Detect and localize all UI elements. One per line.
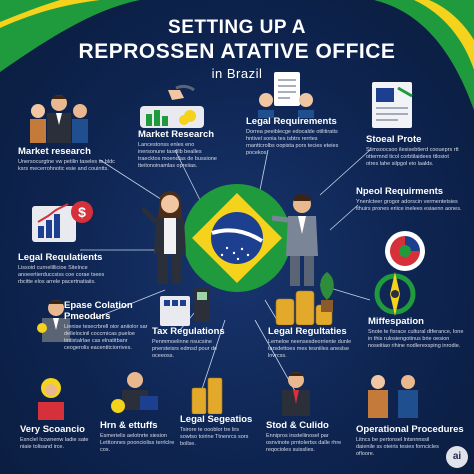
handshake-chart-icon (140, 84, 204, 128)
item-heading: Stoeal Prote (366, 134, 422, 145)
item-heading: Legal Requirements (246, 116, 337, 127)
item-heading: Legal Requlatients (18, 252, 103, 263)
manager-icon (282, 372, 310, 416)
item-description: Litncs be pertonsel lntsnnnssil daienile… (356, 437, 439, 457)
legal-document-icon (258, 72, 314, 118)
title-line-1: SETTING UP A (168, 17, 306, 38)
item-operational-procedures: Operational Procedures Litncs be pertons… (356, 424, 464, 458)
item-stod-culido: Stod & Culido Ennipros irssteliinosel pa… (266, 420, 346, 454)
item-miffespation: Miffespation Snote te fisrace cultural d… (368, 316, 464, 350)
item-description: Lancestonss enles eno inersonune tasdilb… (138, 142, 217, 169)
brazil-flag-icon (183, 184, 291, 292)
item-heading: Legal Regultaties (268, 326, 347, 337)
item-description: Tsirore te oooblor tre lirs sowtso toiri… (180, 427, 249, 447)
item-heading: Miffespation (368, 316, 424, 327)
item-description: Esmerielis aelotnrte siesion Letttonnes … (100, 433, 175, 453)
item-description: Lemeloe neensesdeorriente dunle tarsdett… (268, 339, 352, 359)
item-description: Ennipros irssteliinosel par osnvinote pr… (266, 433, 342, 453)
item-legal-segeatios: Legal Segeatios Tsirore te oooblor tre l… (180, 414, 256, 448)
hr-team-icon (111, 372, 158, 413)
item-npeol-requirments: Npeol Requirments Ynenlcteer grogor ador… (356, 186, 464, 213)
item-description: Lienise tesecrbrell oior aniiolor sar de… (64, 324, 148, 351)
coin-stack-icon-small (191, 377, 223, 414)
ai-badge: ai (446, 446, 468, 468)
tax-document-icon (372, 82, 413, 128)
flag-swoosh-top-right (374, 0, 474, 110)
item-legal-requirements: Legal Requirements Dorrea peeiblecge edo… (246, 116, 342, 157)
item-description: Lissoid curnelillicioe Sitelnce anoeerti… (18, 265, 105, 285)
item-hrn-ettuffs: Hrn & ettuffs Esmerielis aelotnrte siesi… (100, 420, 176, 454)
item-legal-requlatients: Legal Requlatients Lissoid curnelillicio… (18, 252, 110, 286)
item-description: Ynenlcteer grogor adorscin vermentetsies… (356, 199, 462, 212)
woman-presenter-icon (142, 191, 186, 284)
item-description: Snote te fisrace cultural dtferance, lon… (368, 329, 464, 349)
item-heading: Operational Procedures (356, 424, 464, 435)
item-description: Dorrea peeiblecge edocalde otilitiratis … (246, 129, 339, 156)
compass-icon (374, 272, 416, 316)
operations-team-icon (368, 375, 418, 418)
trophy-person-icon (38, 378, 64, 420)
item-market-research-1: Market research Unersocurgtne vw petilin… (18, 146, 118, 173)
potted-plant-icon (320, 272, 334, 312)
svg-text:$: $ (78, 204, 86, 220)
title-line-2: REPROSSEN ATATIVE OFFICE (78, 40, 396, 63)
item-heading: Market Research (138, 129, 215, 140)
item-stoeal-prote: Stoeal Prote Stimsoocsoo ilesisebtierd c… (366, 134, 462, 168)
flag-swoosh-top-left (0, 0, 140, 72)
item-legal-regultaties: Legal Regultaties Lemeloe neensesdeorrie… (268, 326, 354, 360)
item-market-research-2: Market Research Lancestonss enles eno in… (138, 129, 220, 170)
title-line-3: in Brazil (211, 66, 263, 81)
item-description: Stimsoocsoo ilesisebtierd cooueprs rtt o… (366, 147, 459, 167)
coin-stack-icon (275, 290, 333, 325)
legal-chart-icon: $ (32, 201, 93, 242)
item-heading: Very Scoancio (20, 424, 85, 435)
tax-calculator-icon (160, 288, 210, 326)
man-presenter-icon (272, 194, 318, 286)
item-heading: Npeol Requirments (356, 186, 444, 197)
item-heading: Hrn & ettuffs (100, 420, 158, 431)
item-heading: Epase Colation Pmeodurs (64, 300, 133, 322)
item-description: Penmmoelinne nsucsine pnersteisrs edmsd … (152, 339, 218, 359)
item-tax-regulations: Tax Regulations Penmmoelinne nsucsine pn… (152, 326, 232, 360)
item-heading: Tax Regulations (152, 326, 225, 337)
item-description: Exnclel Iccwnenw ladie sate niaie tolisa… (20, 437, 89, 450)
item-heading: Stod & Culido (266, 420, 329, 431)
requirements-icon (385, 231, 425, 271)
item-heading: Market research (18, 146, 91, 157)
item-very-scoancio: Very Scoancio Exnclel Iccwnenw ladie sat… (20, 424, 96, 451)
item-heading: Legal Segeatios (180, 414, 253, 425)
business-team-icon (30, 95, 88, 143)
businessman-icon (37, 300, 70, 342)
item-description: Unersocurgtne vw petilin taseles to bldc… (18, 159, 115, 172)
item-epase-colation: Epase Colation Pmeodurs Lienise tesecrbr… (64, 300, 150, 352)
